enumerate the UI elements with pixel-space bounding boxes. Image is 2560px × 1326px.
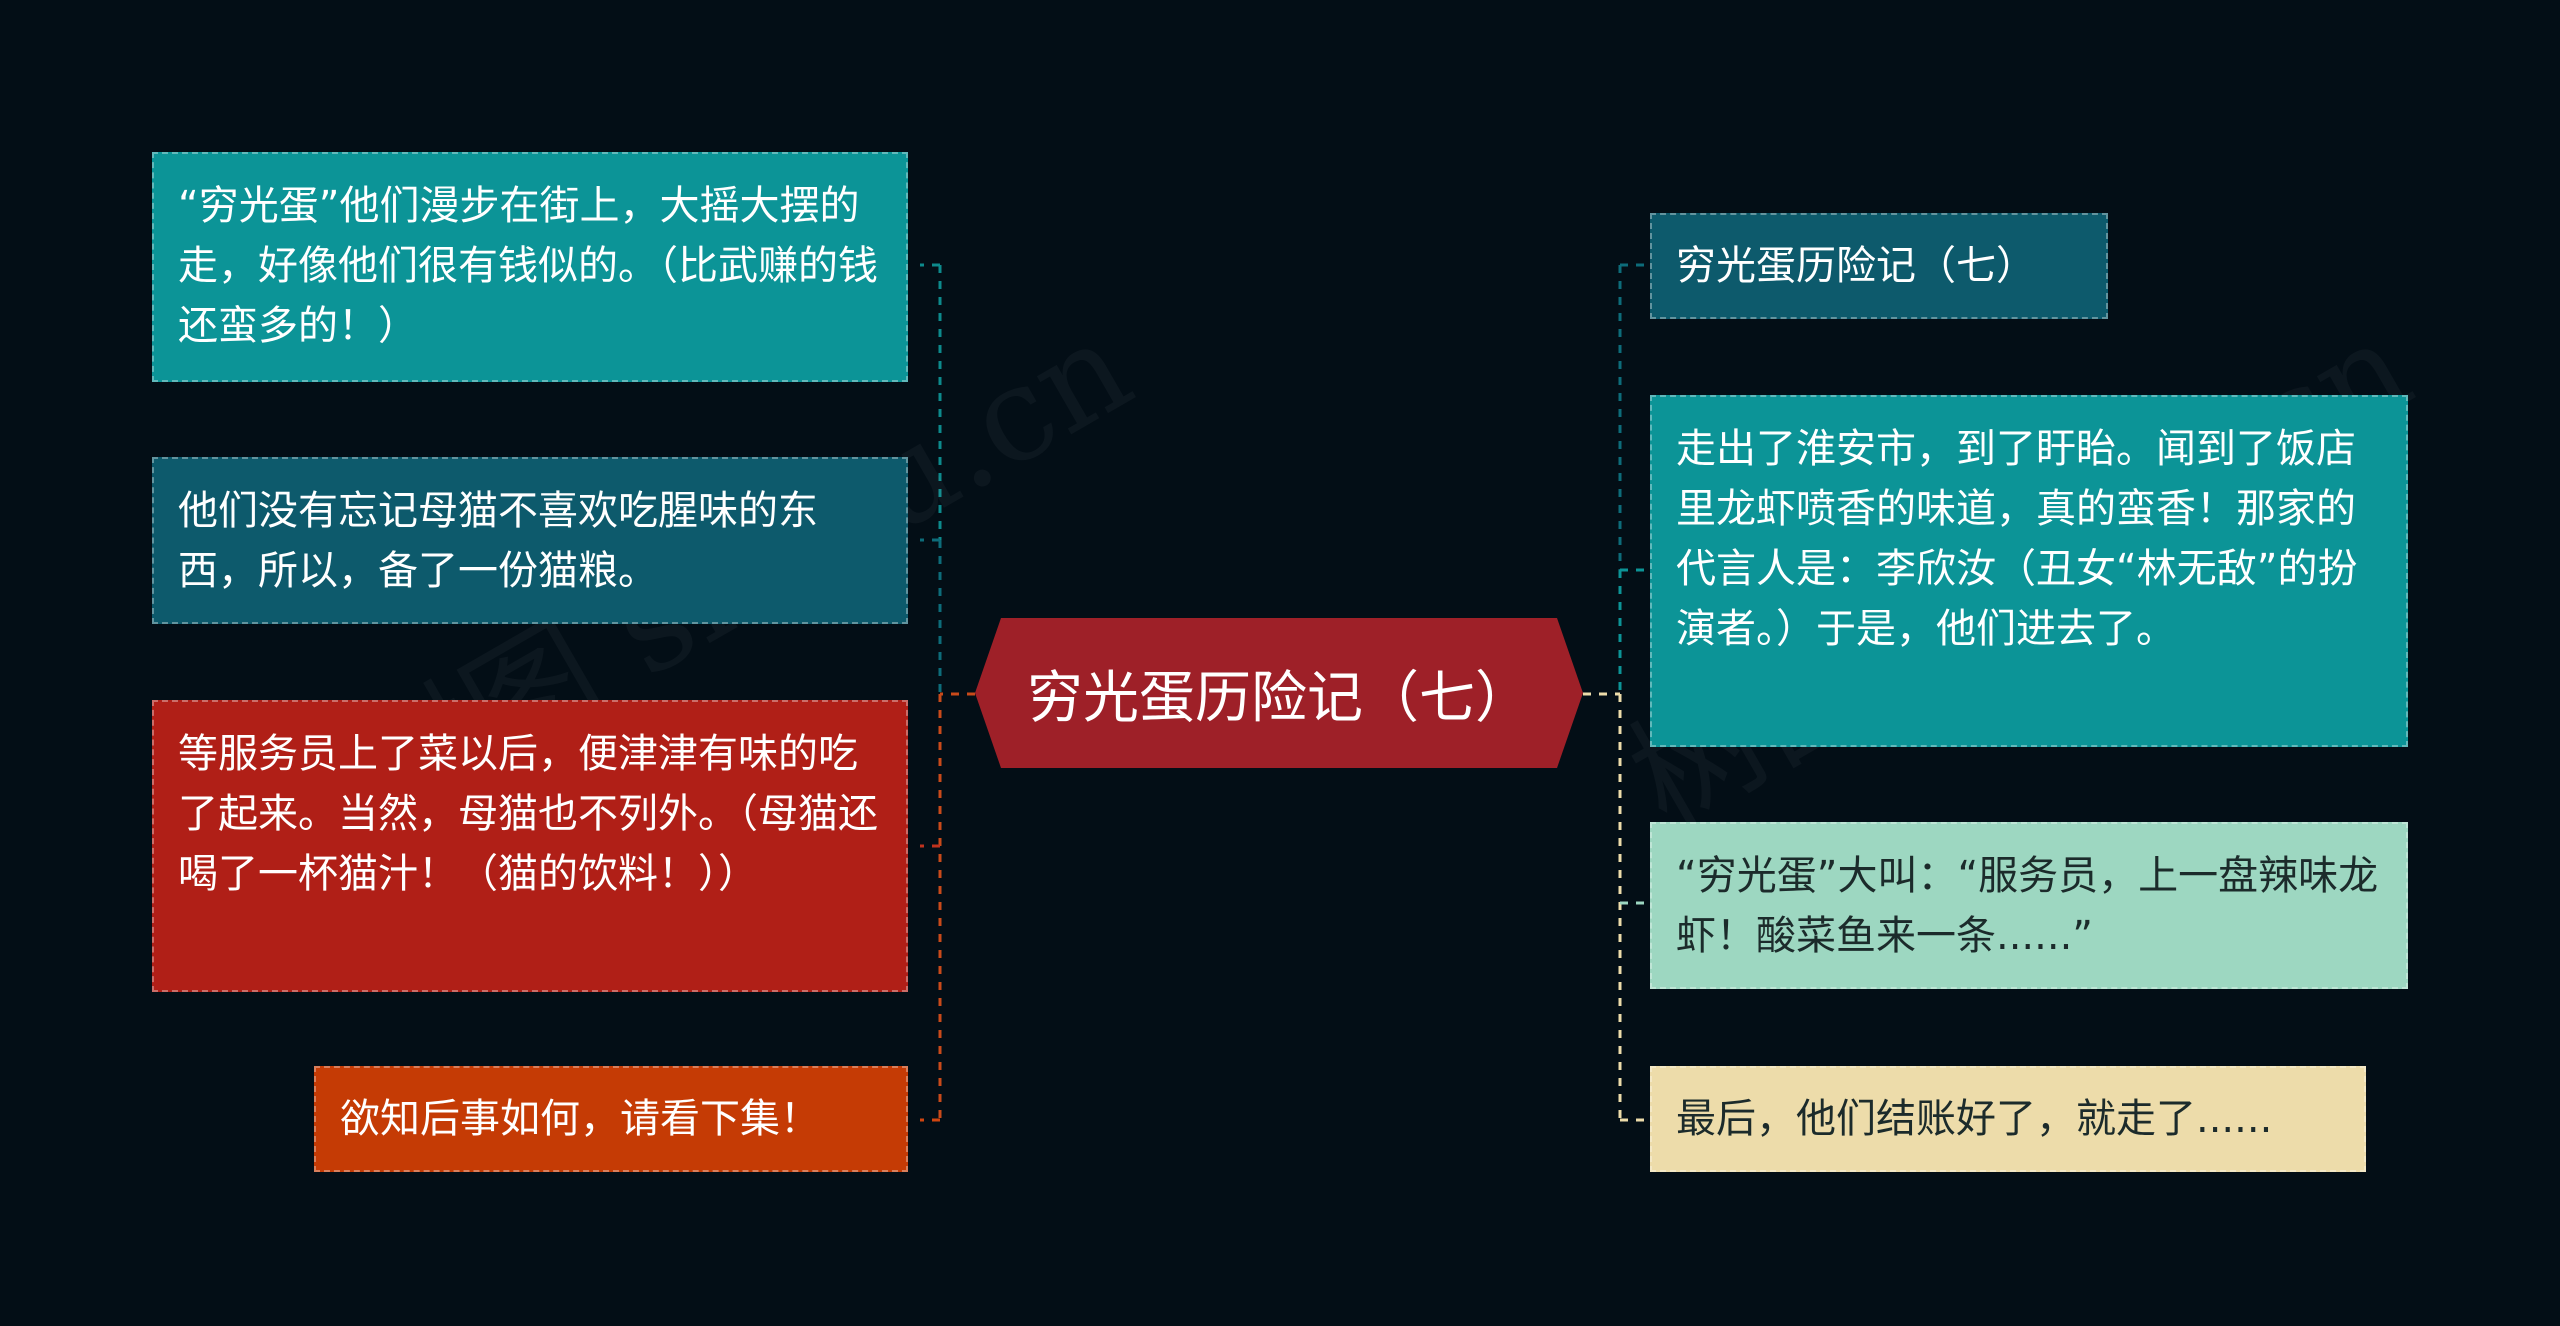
root-label: 穷光蛋历险记（七） xyxy=(1027,665,1531,731)
right-node-1-text: 穷光蛋历险记（七） xyxy=(1676,243,2036,289)
left-node-3[interactable]: 等服务员上了菜以后，便津津有味的吃了起来。当然，母猫也不列外。（母猫还喝了一杯猫… xyxy=(152,700,908,992)
right-node-1[interactable]: 穷光蛋历险记（七） xyxy=(1650,213,2108,319)
right-node-2-text: 走出了淮安市，到了盱眙。闻到了饭店里龙虾喷香的味道，真的蛮香！那家的代言人是：李… xyxy=(1676,426,2358,652)
left-node-1[interactable]: “穷光蛋”他们漫步在街上，大摇大摆的走，好像他们很有钱似的。（比武赚的钱还蛮多的… xyxy=(152,152,908,382)
right-node-3[interactable]: “穷光蛋”大叫：“服务员，上一盘辣味龙虾！酸菜鱼来一条......” xyxy=(1650,822,2408,989)
right-node-3-text: “穷光蛋”大叫：“服务员，上一盘辣味龙虾！酸菜鱼来一条......” xyxy=(1676,853,2379,959)
right-node-2[interactable]: 走出了淮安市，到了盱眙。闻到了饭店里龙虾喷香的味道，真的蛮香！那家的代言人是：李… xyxy=(1650,395,2408,747)
right-node-4[interactable]: 最后，他们结账好了，就走了...... xyxy=(1650,1066,2366,1172)
left-node-4-text: 欲知后事如何，请看下集！ xyxy=(340,1096,820,1142)
left-node-1-text: “穷光蛋”他们漫步在街上，大摇大摆的走，好像他们很有钱似的。（比武赚的钱还蛮多的… xyxy=(178,183,878,349)
left-node-4[interactable]: 欲知后事如何，请看下集！ xyxy=(314,1066,908,1172)
root-shape xyxy=(975,618,1583,768)
left-node-3-text: 等服务员上了菜以后，便津津有味的吃了起来。当然，母猫也不列外。（母猫还喝了一杯猫… xyxy=(178,731,878,897)
left-node-2[interactable]: 他们没有忘记母猫不喜欢吃腥味的东西，所以，备了一份猫粮。 xyxy=(152,457,908,624)
left-node-2-text: 他们没有忘记母猫不喜欢吃腥味的东西，所以，备了一份猫粮。 xyxy=(178,488,818,594)
root-node[interactable]: 穷光蛋历险记（七） xyxy=(975,618,1583,768)
right-node-4-text: 最后，他们结账好了，就走了...... xyxy=(1676,1096,2273,1142)
